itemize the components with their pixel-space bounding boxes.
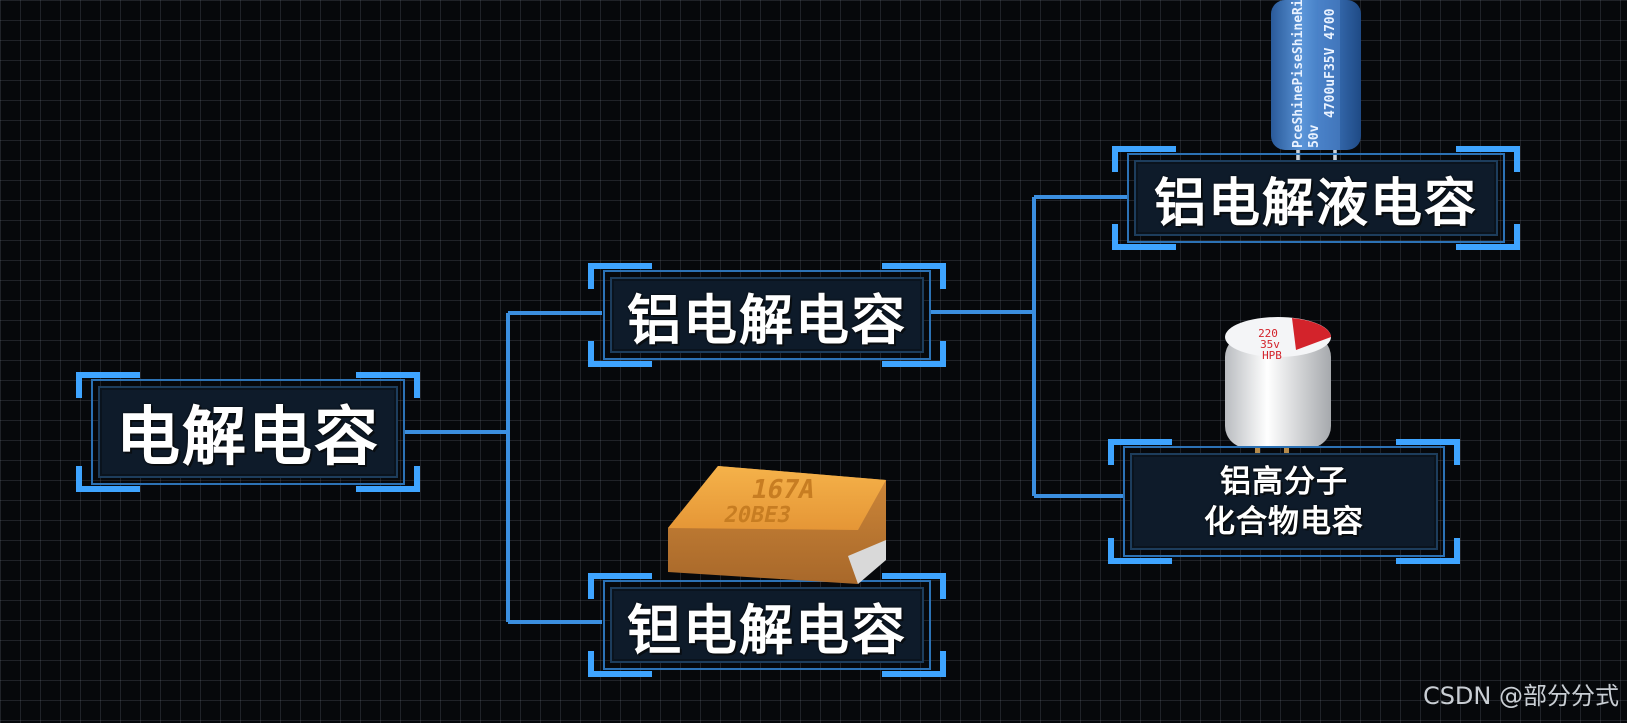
svg-text:PceShinePiseShineRise: PceShinePiseShineRise — [1291, 0, 1306, 148]
svg-text:HPB: HPB — [1262, 349, 1282, 362]
svg-text:50v: 50v — [1307, 124, 1322, 148]
node-root-label: 电解电容 — [116, 401, 380, 475]
svg-text:20BE3: 20BE3 — [722, 502, 794, 528]
svg-text:167A: 167A — [749, 475, 818, 505]
tantalum-capacitor-print: 167A 20BE3 — [722, 475, 818, 528]
node-aluminum-electrolyte-label: 铝电解液电容 — [1153, 173, 1478, 234]
node-tantalum-electrolytic: 钽电解电容 — [588, 573, 946, 677]
node-aluminum-polymer: 铝高分子 化合物电容 — [1108, 439, 1460, 564]
svg-text:220: 220 — [1258, 327, 1278, 340]
svg-text:35v: 35v — [1260, 338, 1280, 351]
node-root: 电解电容 — [76, 372, 420, 492]
node-aluminum-electrolyte: 铝电解液电容 — [1112, 146, 1520, 250]
electrolytic-capacitor-print: PceShinePiseShineRise 4700uF35V 4700 50v — [1291, 0, 1338, 148]
polymer-capacitor-print: 220 35v HPB — [1258, 327, 1282, 362]
node-aluminum-polymer-label: 铝高分子 化合物电容 — [1204, 463, 1364, 540]
node-tantalum-electrolytic-label: 钽电解电容 — [627, 598, 907, 662]
node-aluminum-electrolytic: 铝电解电容 — [588, 263, 946, 367]
csdn-watermark: CSDN @部分分式 — [1422, 682, 1619, 710]
svg-text:4700uF35V 4700: 4700uF35V 4700 — [1323, 8, 1338, 118]
node-aluminum-electrolytic-label: 铝电解电容 — [627, 288, 907, 352]
